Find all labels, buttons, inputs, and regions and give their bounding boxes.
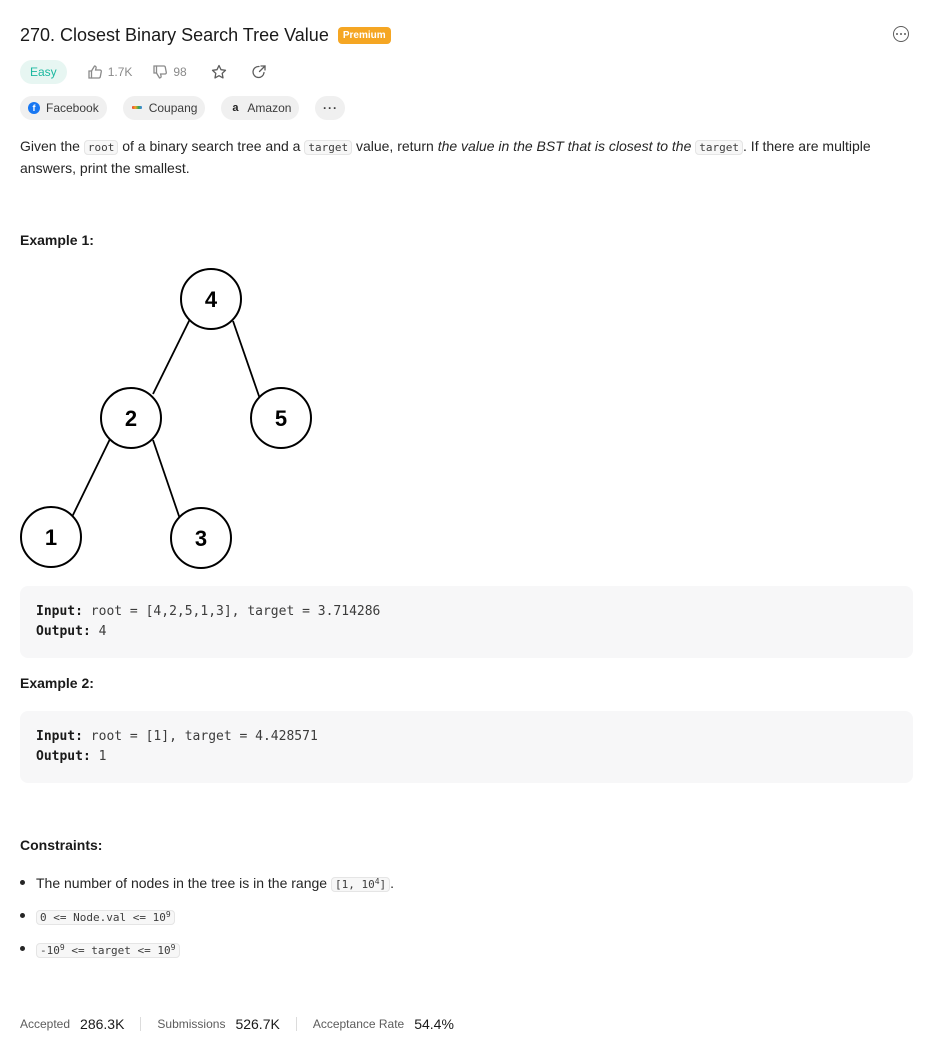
output-label: Output:	[36, 624, 91, 639]
inline-code: 0 <= Node.val <= 109	[36, 910, 175, 925]
input-label: Input:	[36, 729, 83, 744]
constraint-text: .	[390, 875, 395, 891]
favorite-button[interactable]	[211, 64, 227, 80]
dislike-count: 98	[173, 65, 187, 79]
tree-node-label: 2	[125, 406, 137, 431]
example-1-input: Input: root = [4,2,5,1,3], target = 3.71…	[36, 602, 897, 622]
example-2-code-block: Input: root = [1], target = 4.428571 Out…	[20, 711, 913, 783]
company-tags: f Facebook Coupang a Amazon ···	[20, 95, 361, 120]
like-count: 1.7K	[107, 65, 133, 79]
dislike-button[interactable]: 98	[152, 64, 187, 80]
tree-edge	[152, 439, 181, 520]
stats-bar: Accepted 286.3K Submissions 526.7K Accep…	[20, 1014, 454, 1034]
tree-node	[170, 507, 232, 569]
inline-code: [1, 104]	[330, 877, 391, 892]
tree-node-label: 1	[45, 525, 57, 550]
input-value: root = [1], target = 4.428571	[90, 729, 318, 744]
example-2-output: Output: 1	[36, 747, 897, 767]
inline-code: -109 <= target <= 109	[36, 943, 180, 958]
desc-text: value, return	[352, 138, 438, 154]
acceptance-rate-label: Acceptance Rate	[312, 1017, 405, 1031]
example-1-code-block: Input: root = [4,2,5,1,3], target = 3.71…	[20, 586, 913, 658]
constraint-item: The number of nodes in the tree is in th…	[20, 872, 394, 894]
constraint-item: 0 <= Node.val <= 109	[20, 905, 394, 927]
star-icon	[211, 64, 226, 79]
company-tag-amazon[interactable]: a Amazon	[221, 95, 300, 120]
company-tag-label: Facebook	[46, 100, 99, 115]
tree-node-label: 4	[205, 287, 218, 312]
more-companies-button[interactable]: ···	[315, 95, 346, 120]
submissions-label: Submissions	[157, 1017, 226, 1031]
thumbs-down-icon	[153, 65, 168, 79]
tree-node	[180, 268, 242, 330]
accepted-value: 286.3K	[80, 1016, 125, 1032]
thumbs-up-icon	[88, 65, 102, 79]
tree-node-label: 5	[275, 406, 287, 431]
submissions-value: 526.7K	[235, 1016, 280, 1032]
more-options-icon[interactable]	[893, 26, 909, 42]
tree-edge	[71, 438, 111, 518]
input-label: Input:	[36, 604, 83, 619]
acceptance-rate-value: 54.4%	[414, 1016, 454, 1032]
tree-edge	[152, 318, 191, 395]
facebook-logo-icon: f	[28, 101, 40, 114]
divider	[140, 1017, 142, 1031]
company-tag-label: Amazon	[247, 100, 292, 115]
tree-node-label: 3	[195, 526, 207, 551]
constraints-title: Constraints:	[20, 837, 103, 853]
inline-code: target	[304, 140, 353, 155]
tree-node	[100, 387, 162, 449]
desc-text: . If there are multiple answers, print t…	[20, 138, 871, 176]
company-tag-label: Coupang	[148, 100, 198, 115]
example-2-input: Input: root = [1], target = 4.428571	[36, 727, 897, 747]
title-row: 270. Closest Binary Search Tree Value Pr…	[20, 22, 391, 48]
tree-edge	[232, 320, 261, 400]
share-icon	[252, 65, 266, 79]
company-tag-facebook[interactable]: f Facebook	[20, 95, 107, 120]
difficulty-badge: Easy	[20, 60, 67, 84]
example-1-title: Example 1:	[20, 232, 94, 248]
divider	[295, 1017, 297, 1031]
problem-description: Given the root of a binary search tree a…	[20, 136, 913, 179]
coupang-logo-icon	[131, 102, 143, 114]
output-value: 1	[98, 749, 107, 764]
desc-text: Given the	[20, 138, 84, 154]
output-label: Output:	[36, 749, 91, 764]
company-tag-coupang[interactable]: Coupang	[122, 95, 206, 120]
example-1-output: Output: 4	[36, 622, 897, 642]
constraint-text: The number of nodes in the tree is in th…	[36, 875, 331, 891]
like-button[interactable]: 1.7K	[87, 64, 133, 80]
premium-badge: Premium	[337, 26, 391, 44]
accepted-label: Accepted	[20, 1017, 71, 1031]
constraints-list: The number of nodes in the tree is in th…	[20, 872, 394, 971]
inline-code: root	[83, 140, 119, 155]
output-value: 4	[98, 624, 107, 639]
example-1-tree-diagram: 4 2 5 1 3	[20, 268, 312, 569]
desc-text: of a binary search tree and a	[118, 138, 305, 154]
desc-emphasis: the value in the BST that is closest to …	[437, 138, 692, 154]
problem-title: 270. Closest Binary Search Tree Value	[20, 24, 329, 45]
meta-row: Easy 1.7K 98	[20, 59, 267, 85]
tree-node	[20, 506, 82, 568]
amazon-logo-icon: a	[232, 101, 239, 114]
inline-code: target	[695, 140, 744, 155]
input-value: root = [4,2,5,1,3], target = 3.714286	[90, 604, 381, 619]
example-2-title: Example 2:	[20, 675, 94, 691]
constraint-item: -109 <= target <= 109	[20, 938, 394, 960]
tree-node	[250, 387, 312, 449]
share-button[interactable]	[251, 64, 267, 80]
